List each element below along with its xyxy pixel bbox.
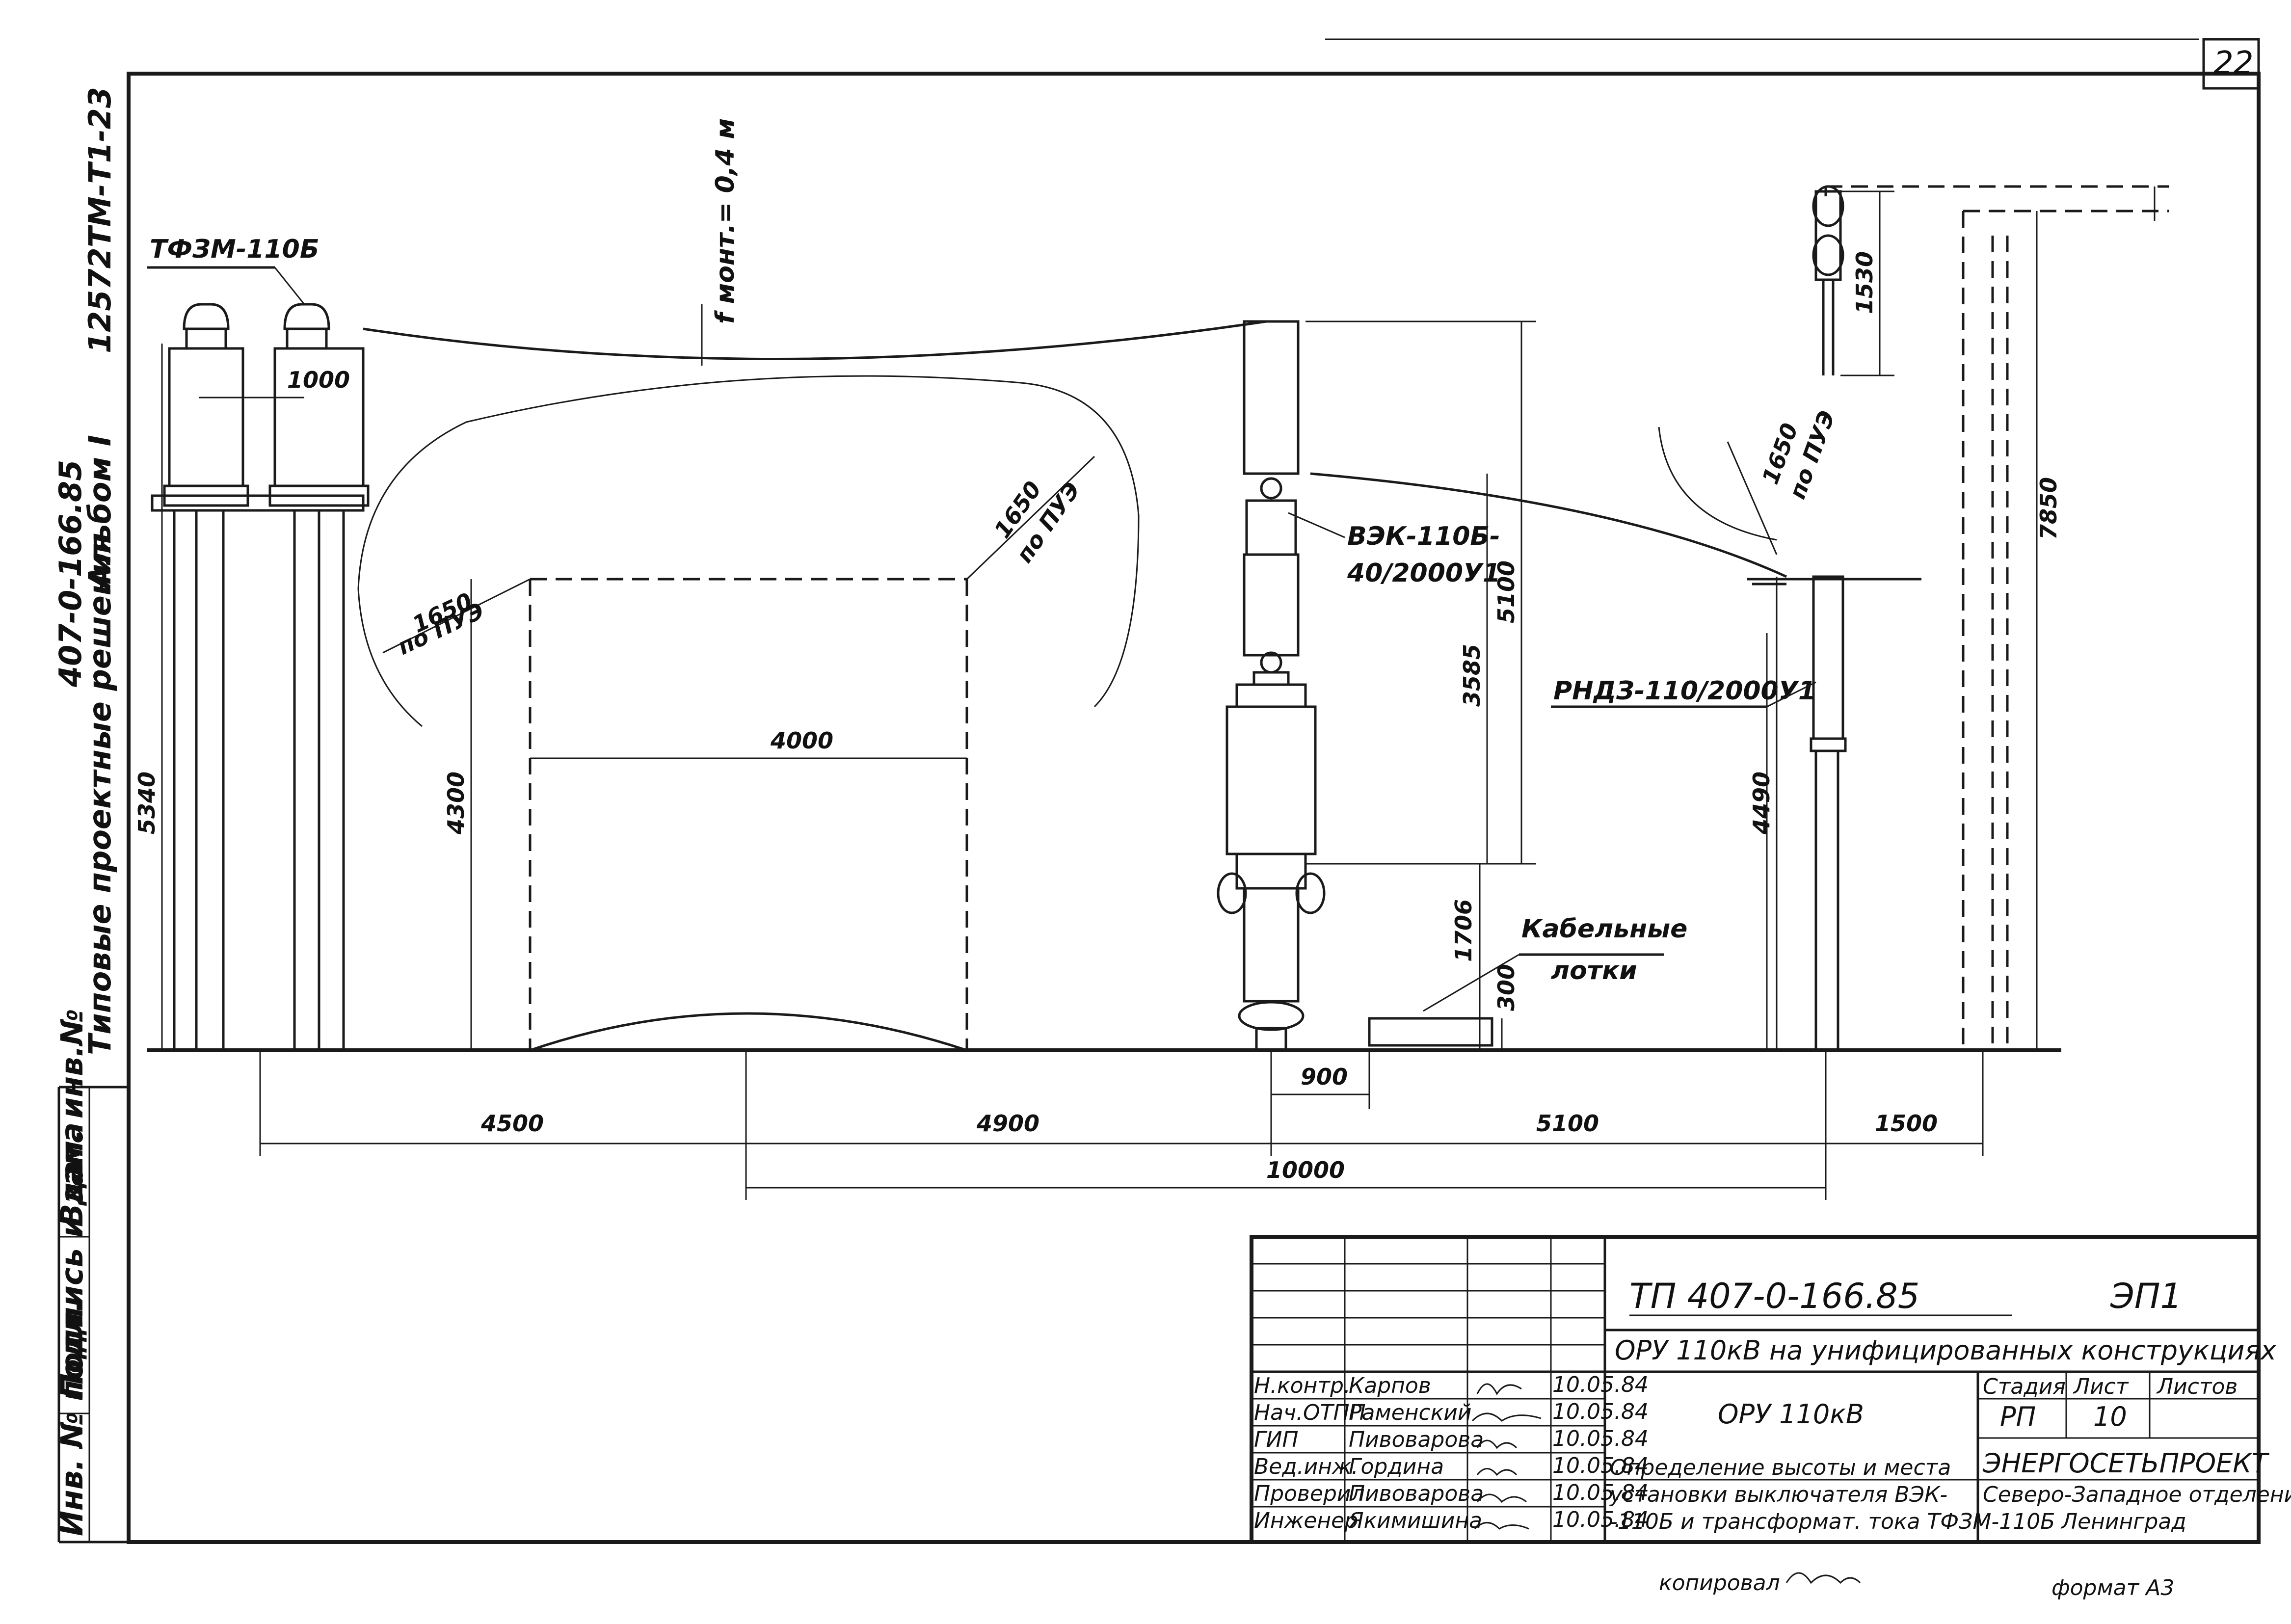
album-label: Альбом I — [82, 435, 118, 591]
dim-5340: 5340 — [133, 772, 160, 834]
doc-code: ТП 407-0-166.85 — [1629, 1276, 1919, 1316]
dim-5100-horizontal: 5100 — [1536, 1110, 1599, 1137]
stage-header: Стадия — [1983, 1374, 2066, 1399]
title-block: ТП 407-0-166.85 ЭП1 ОРУ 110кВ на унифици… — [1250, 1235, 2291, 1544]
drawing-title-3: -110Б и трансформат. тока ТФЗМ-110Б — [1610, 1509, 2055, 1534]
stamp-signature-date: Подпись и дата — [54, 1122, 90, 1399]
sheet-header: Лист — [2073, 1374, 2129, 1399]
dim-10000: 10000 — [1266, 1157, 1345, 1183]
staff-row: Проверил Пивоварова 10.05.84 — [1254, 1480, 1649, 1506]
staff-role: ГИП — [1254, 1427, 1299, 1452]
paper-format: формат А3 — [2051, 1575, 2174, 1600]
cable-trays — [1368, 953, 1664, 1047]
left-stamp: Инв. № подл. Подпись и дата Взам. инв.№ … — [53, 87, 118, 1536]
staff-name: Гордина — [1349, 1454, 1444, 1479]
dim-4300: 4300 — [443, 772, 469, 835]
side-title: Типовые проектные решения — [82, 533, 118, 1055]
sheet-number: 22 — [2213, 45, 2253, 81]
inventory-code: 12572ТМ-Т1-23 — [82, 87, 118, 353]
disconnector — [1752, 575, 1847, 1050]
dim-900: 900 — [1301, 1064, 1348, 1090]
portal-structure — [1658, 185, 2169, 1050]
sag-label: f монт.= 0,4 м — [711, 118, 740, 324]
staff-role: Вед.инж. — [1254, 1454, 1359, 1479]
dim-4000: 4000 — [770, 727, 833, 754]
ct-left — [163, 303, 249, 507]
staff-name: Пивоварова — [1349, 1481, 1484, 1506]
staff-date: 10.05.84 — [1552, 1399, 1649, 1424]
staff-name: Карпов — [1349, 1373, 1431, 1398]
sheets-header: Листов — [2156, 1374, 2238, 1399]
staff-row: Вед.инж. Гордина 10.05.84 — [1254, 1453, 1649, 1479]
dim-3585: 3585 — [1459, 644, 1485, 707]
sheet-frame: 22 — [57, 38, 2261, 1544]
dim-1706: 1706 — [1450, 899, 1477, 962]
dim-1000: 1000 — [287, 367, 350, 393]
stage-value: РП — [2000, 1401, 2036, 1432]
staff-date: 10.05.84 — [1552, 1426, 1649, 1451]
dim-4500: 4500 — [480, 1110, 544, 1137]
project-title: ОРУ 110кВ на унифицированных конструкция… — [1615, 1335, 2277, 1366]
org-name: ЭНЕРГОСЕТЬПРОЕКТ — [1982, 1448, 2270, 1479]
busbar-span — [363, 320, 1267, 360]
signature-marks — [1471, 1383, 1542, 1530]
ct-right — [268, 303, 370, 507]
dim-7850: 7850 — [2035, 477, 2062, 540]
sheet-mark: ЭП1 — [2110, 1276, 2182, 1316]
staff-row: ГИП Пивоварова 10.05.84 — [1254, 1426, 1649, 1452]
cable-tray-label-2: лотки — [1551, 956, 1637, 985]
staff-row: Н.контр. Карпов 10.05.84 — [1254, 1372, 1649, 1398]
staff-role: Н.контр. — [1254, 1373, 1351, 1398]
dim-4900: 4900 — [976, 1110, 1039, 1137]
staff-date: 10.05.84 — [1552, 1372, 1649, 1397]
dim-4490: 4490 — [1748, 772, 1775, 835]
staff-date: 10.05.84 — [1552, 1507, 1649, 1532]
sheet-value: 10 — [2093, 1401, 2127, 1432]
copied-by: копировал — [1659, 1571, 1780, 1596]
disconnector-label: РНДЗ-110/2000У1 — [1553, 676, 1816, 706]
dim-300: 300 — [1493, 964, 1519, 1011]
staff-name: Раменский — [1349, 1400, 1472, 1425]
connection-span — [1310, 472, 1787, 578]
stamp-replaced-inv: Взам. инв.№ — [54, 1009, 90, 1227]
series-code: 407-0-166.85 — [53, 460, 88, 688]
staff-date: 10.05.84 — [1552, 1480, 1649, 1505]
org-city: Ленинград — [2060, 1509, 2186, 1534]
staff-role: Нач.ОТПП — [1254, 1400, 1366, 1425]
current-transformer-pair — [151, 303, 370, 1050]
drawing-title-1: Определение высоты и места — [1610, 1455, 1951, 1480]
stamp-inv-no: Инв. № подл. — [54, 1301, 90, 1536]
org-branch: Северо-Западное отделение — [1983, 1482, 2291, 1507]
dim-1500: 1500 — [1875, 1110, 1938, 1137]
breaker-label-1: ВЭК-110Б- — [1347, 522, 1500, 551]
clearance-zone — [357, 375, 1140, 1052]
breaker-label-2: 40/2000У1 — [1347, 559, 1500, 588]
drawing-title-2: установки выключателя ВЭК- — [1609, 1482, 1947, 1507]
staff-date: 10.05.84 — [1552, 1453, 1649, 1478]
staff-role: Инженер — [1254, 1508, 1358, 1533]
ct-label: ТФЗМ-110Б — [150, 235, 320, 264]
dim-5100-vertical: 5100 — [1493, 560, 1519, 623]
staff-name: Якимишина — [1348, 1508, 1482, 1533]
object-name: ОРУ 110кВ — [1718, 1399, 1864, 1430]
staff-name: Пивоварова — [1349, 1427, 1484, 1452]
staff-role: Проверил — [1254, 1481, 1365, 1506]
cable-tray-label-1: Кабельные — [1521, 914, 1687, 944]
staff-row: Инженер Якимишина 10.05.84 — [1254, 1507, 1649, 1533]
circuit-breaker — [1217, 320, 1326, 1052]
dim-1530: 1530 — [1851, 251, 1878, 314]
staff-row: Нач.ОТПП Раменский 10.05.84 — [1254, 1399, 1649, 1425]
copier-signature — [1785, 1572, 1861, 1584]
